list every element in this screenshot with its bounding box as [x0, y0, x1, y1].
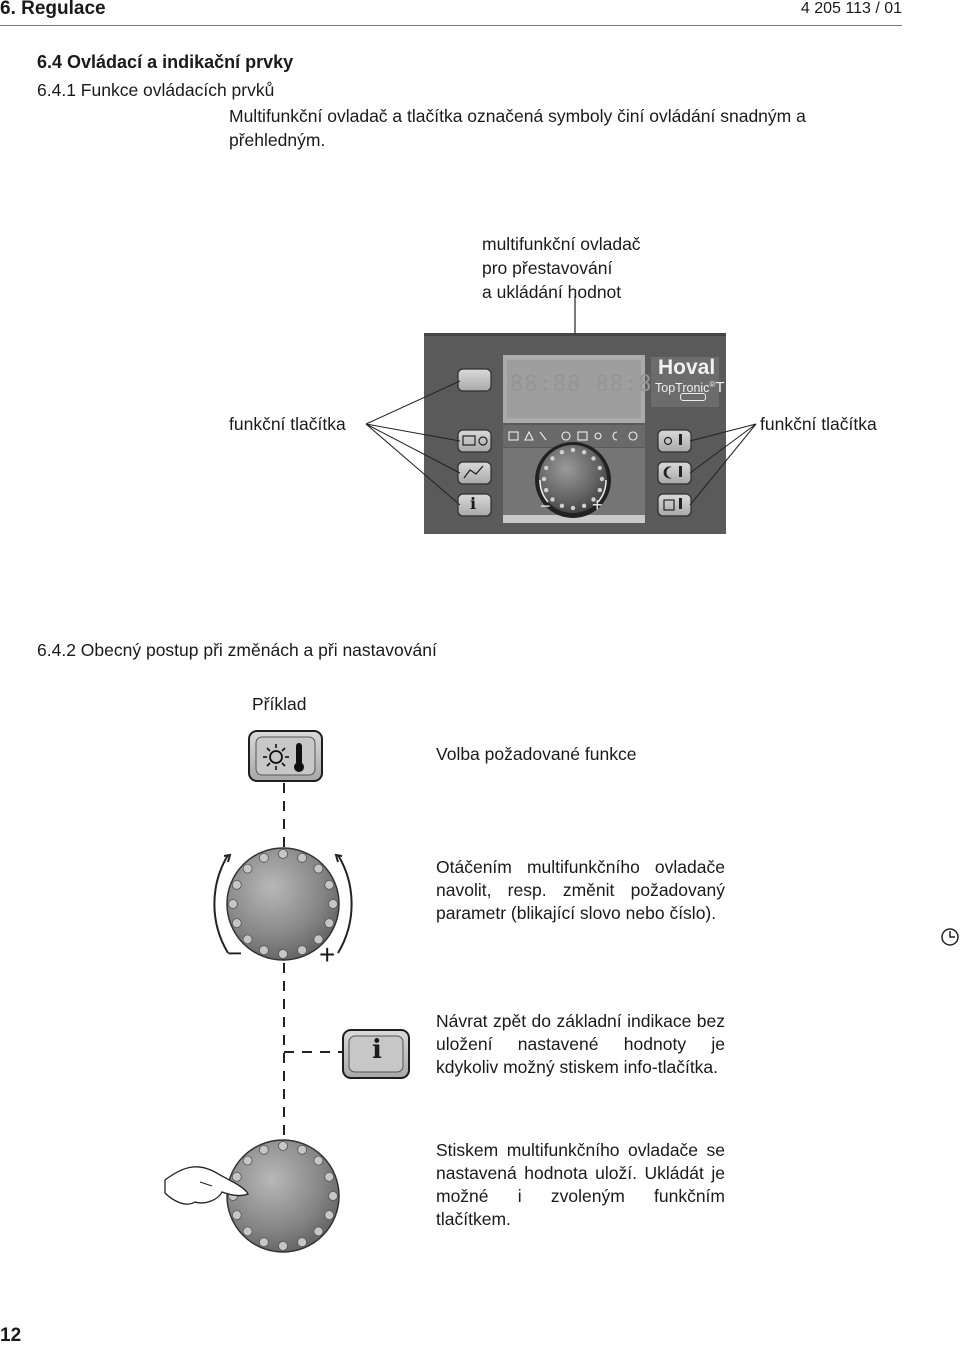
subsection-title-1: 6.4.1 Funkce ovládacích prvků — [37, 80, 275, 100]
knob-grip-dot — [278, 1241, 288, 1251]
knob-grip-dot — [324, 1172, 335, 1182]
knob-grip-dot — [313, 863, 324, 874]
subsection-title-2: 6.4.2 Obecný postup při změnách a při na… — [37, 640, 437, 660]
info-icon: i — [372, 1035, 382, 1065]
knob-grip-dot — [597, 465, 602, 471]
knob-grip-dot — [597, 487, 602, 493]
knob-plus-label: + — [319, 939, 336, 970]
chapter-title: 6. Regulace — [0, 0, 106, 19]
knob-grip-dot — [242, 1155, 253, 1166]
panel-plus: + — [592, 495, 603, 515]
knob-grip-dot — [550, 456, 555, 461]
knob-grip-dot — [242, 934, 253, 945]
knob-grip-dot — [278, 949, 288, 959]
knob-grip-dot — [297, 1237, 308, 1248]
knob-grip-dot — [570, 505, 576, 511]
knob-grip-dot — [242, 863, 253, 874]
knob-grip-dot — [258, 945, 269, 956]
brand-logo: Hoval — [658, 356, 716, 379]
document-code: 4 205 113 / 01 — [800, 0, 902, 17]
knob-grip-dot — [231, 918, 242, 928]
knob-grip-dot — [313, 934, 324, 945]
knob-minus-label: − — [227, 938, 243, 968]
knob-callout-line1: multifunkční ovladač — [482, 234, 641, 254]
knob-callout-line3: a ukládání hodnot — [482, 282, 622, 302]
knob-grip-dot — [559, 450, 565, 455]
knob-grip-dot — [328, 899, 338, 909]
knob-grip-dot — [328, 1191, 338, 1201]
knob-grip-dot — [242, 1226, 253, 1237]
knob-grip-dot — [550, 497, 555, 502]
knob-grip-dot — [599, 476, 605, 482]
knob-grip-dot — [231, 1172, 242, 1182]
header-rule — [0, 25, 902, 26]
knob-grip-dot — [258, 852, 269, 863]
knob-grip-dot — [297, 945, 308, 956]
panel-info-button-glyph: i — [470, 494, 477, 513]
knob-grip-dot — [570, 447, 576, 453]
knob-grip-dot — [278, 849, 288, 859]
knob-grip-dot — [591, 497, 596, 502]
knob-grip-dot — [228, 899, 238, 909]
knob-grip-dot — [324, 1210, 335, 1220]
knob-grip-dot — [313, 1226, 324, 1237]
knob-callout-line2: pro přestavování — [482, 258, 613, 278]
knob-grip-dot — [258, 1237, 269, 1248]
product-logo: TopTronic®T — [655, 379, 725, 396]
knob-grip-dot — [591, 456, 596, 461]
intro-text: Multifunkční ovladač a tlačítka označená… — [229, 106, 806, 150]
knob-grip-dot — [324, 880, 335, 890]
example-heading: Příklad — [252, 694, 307, 714]
knob-grip-dot — [297, 852, 308, 863]
section-title: 6.4 Ovládací a indikační prvky — [37, 52, 294, 72]
knob-grip-dot — [324, 918, 335, 928]
knob-grip-dot — [231, 1210, 242, 1220]
step3-text: Návrat zpět do základní indikace bez ulo… — [436, 1011, 725, 1077]
panel-minus: − — [540, 496, 551, 516]
step1-text: Volba požadované funkce — [436, 744, 637, 764]
display-digits: 88:88 88:8 — [510, 372, 653, 397]
knob-grip-dot — [278, 1141, 288, 1151]
knob-grip-dot — [297, 1144, 308, 1155]
knob-grip-dot — [231, 880, 242, 890]
knob-grip-dot — [258, 1144, 269, 1155]
knob-grip-dot — [313, 1155, 324, 1166]
step2-text: Otáčením multifunkčního ovladače navolit… — [436, 857, 725, 923]
knob-grip-dot — [544, 487, 549, 493]
left-buttons-callout: funkční tlačítka — [229, 414, 346, 434]
knob-grip-dot — [581, 503, 587, 508]
knob-grip-dot — [559, 503, 565, 508]
page-number: 12 — [0, 1325, 22, 1346]
finger-press-icon — [164, 1166, 249, 1205]
knob-grip-dot — [541, 476, 547, 482]
knob-grip-dot — [544, 465, 549, 471]
key-icon — [680, 393, 706, 401]
step4-text: Stiskem multifunkčního ovladače se nasta… — [436, 1140, 725, 1229]
knob-grip-dot — [581, 450, 587, 455]
right-buttons-callout: funkční tlačítka — [760, 414, 877, 434]
